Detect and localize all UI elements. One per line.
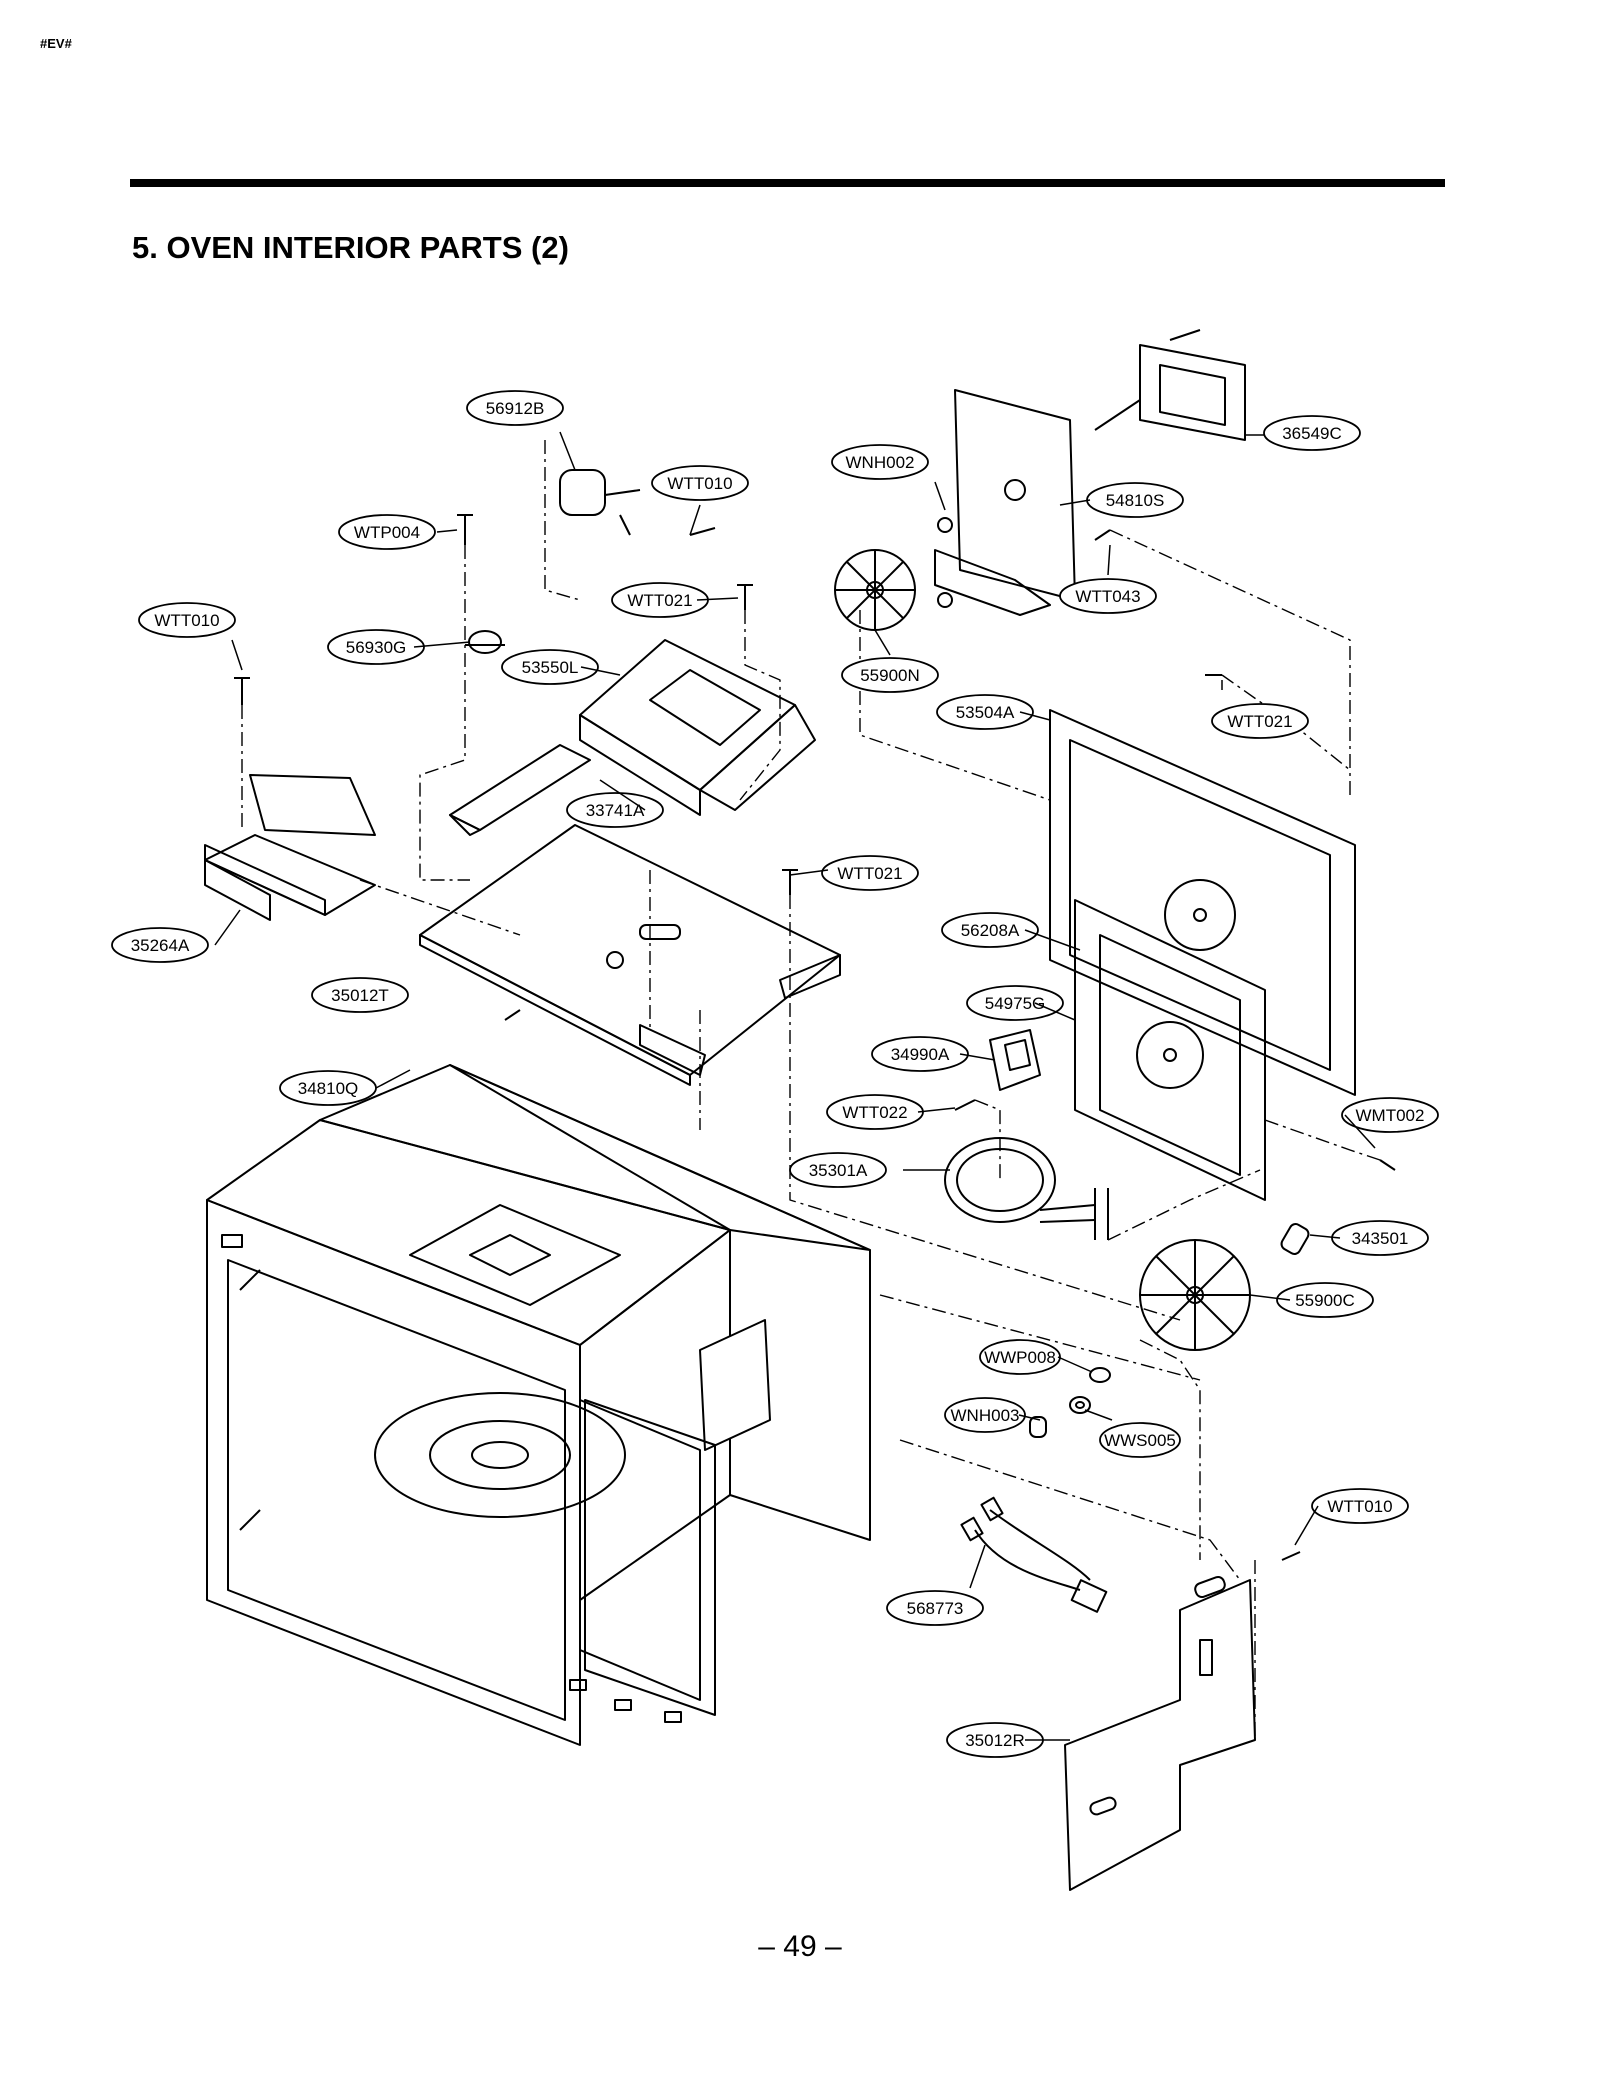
- part-label-53504a: 53504A: [936, 694, 1034, 730]
- part-label-54810s: 54810S: [1086, 482, 1184, 518]
- part-label-text: 36549C: [1282, 424, 1342, 443]
- page-title: 5. OVEN INTERIOR PARTS (2): [132, 230, 569, 265]
- part-label-35301a: 35301A: [789, 1152, 887, 1188]
- part-label-wtt021: WTT021: [1211, 703, 1309, 739]
- left-cover: [204, 774, 376, 921]
- part-label-text: 55900C: [1295, 1291, 1355, 1310]
- assembly-lines: [241, 440, 1381, 1740]
- part-label-text: 56912B: [486, 399, 545, 418]
- part-label-wtt043: WTT043: [1059, 578, 1157, 614]
- part-label-text: 35012R: [965, 1731, 1025, 1750]
- part-label-text: WTT010: [1327, 1497, 1392, 1516]
- leader-lines: [214, 431, 1376, 1741]
- part-label-34810q: 34810Q: [279, 1070, 377, 1106]
- screws: [234, 514, 1396, 1561]
- part-label-35012t: 35012T: [311, 977, 409, 1013]
- mounting-frame: [1074, 899, 1266, 1201]
- part-label-text: WTT010: [154, 611, 219, 630]
- back-plate: [1064, 1575, 1256, 1891]
- cover-53550L: [579, 639, 816, 816]
- part-label-text: 343501: [1352, 1229, 1409, 1248]
- part-label-33741a: 33741A: [566, 792, 664, 828]
- page-number: – 49 –: [758, 1930, 842, 1963]
- bracket-33741A: [449, 744, 591, 836]
- header-rule: [130, 179, 1445, 187]
- part-label-text: WTT021: [837, 864, 902, 883]
- part-label-text: 35301A: [809, 1161, 868, 1180]
- part-label-wws005: WWS005: [1099, 1422, 1181, 1458]
- part-label-text: 568773: [907, 1599, 964, 1618]
- part-label-text: 53504A: [956, 703, 1015, 722]
- part-label-text: WTT021: [1227, 712, 1292, 731]
- part-label-343501: 343501: [1331, 1220, 1429, 1256]
- part-label-text: WNH003: [951, 1406, 1020, 1425]
- part-label-text: 34990A: [891, 1045, 950, 1064]
- part-label-56208a: 56208A: [941, 912, 1039, 948]
- part-label-wtp004: WTP004: [338, 514, 436, 550]
- part-label-wnh003: WNH003: [944, 1397, 1026, 1433]
- part-label-56930g: 56930G: [327, 629, 425, 665]
- part-label-text: 34810Q: [298, 1079, 359, 1098]
- part-label-text: WWS005: [1104, 1431, 1176, 1450]
- part-label-53550l: 53550L: [501, 649, 599, 685]
- wire-harness: [960, 1496, 1108, 1613]
- part-label-text: WTT022: [842, 1103, 907, 1122]
- part-label-55900n: 55900N: [841, 657, 939, 693]
- top-plate: [419, 824, 841, 1086]
- part-label-wnh002: WNH002: [831, 444, 929, 480]
- part-label-36549c: 36549C: [1263, 415, 1361, 451]
- part-label-35012r: 35012R: [946, 1722, 1044, 1758]
- lamp-socket: [559, 469, 641, 536]
- part-label-55900c: 55900C: [1276, 1282, 1374, 1318]
- part-label-text: WMT002: [1356, 1106, 1425, 1125]
- terminal-block: [989, 1029, 1041, 1091]
- part-label-text: 54975G: [985, 994, 1046, 1013]
- part-label-text: WTT043: [1075, 587, 1140, 606]
- part-label-text: 33741A: [586, 801, 645, 820]
- motor-bracket: [934, 389, 1076, 616]
- part-label-35264a: 35264A: [111, 927, 209, 963]
- oven-cavity: [206, 1064, 871, 1746]
- spacer: [1280, 1223, 1310, 1255]
- part-label-wtt010: WTT010: [138, 602, 236, 638]
- part-label-text: 35012T: [331, 986, 389, 1005]
- fan-55900C: [1139, 1239, 1251, 1351]
- part-label-text: WTT021: [627, 591, 692, 610]
- part-labels: 56912BWTT010WTP004WTT01056930GWTT0215355…: [111, 390, 1439, 1758]
- part-label-text: WNH002: [846, 453, 915, 472]
- part-label-54975g: 54975G: [966, 985, 1064, 1021]
- part-label-wtt010: WTT010: [1311, 1488, 1409, 1524]
- thermostat: [465, 630, 505, 654]
- part-label-text: 53550L: [522, 658, 579, 677]
- part-label-text: WWP008: [984, 1348, 1056, 1367]
- part-label-56912b: 56912B: [466, 390, 564, 426]
- part-label-wwp008: WWP008: [979, 1339, 1061, 1375]
- part-label-34990a: 34990A: [871, 1036, 969, 1072]
- part-label-wtt010: WTT010: [651, 465, 749, 501]
- part-label-text: 54810S: [1106, 491, 1165, 510]
- part-label-wtt021: WTT021: [821, 855, 919, 891]
- part-label-wmt002: WMT002: [1341, 1097, 1439, 1133]
- part-label-text: WTP004: [354, 523, 420, 542]
- part-label-text: 56930G: [346, 638, 407, 657]
- part-label-text: 35264A: [131, 936, 190, 955]
- part-label-text: 55900N: [860, 666, 920, 685]
- corner-mark: #EV#: [40, 36, 72, 51]
- fan-55900N: [834, 549, 916, 631]
- fan-motor: [1094, 329, 1246, 441]
- heater-element: [944, 1137, 1109, 1240]
- part-label-wtt021: WTT021: [611, 582, 709, 618]
- part-label-text: 56208A: [961, 921, 1020, 940]
- part-label-text: WTT010: [667, 474, 732, 493]
- fasteners: [1029, 1367, 1111, 1438]
- part-label-568773: 568773: [886, 1590, 984, 1626]
- back-panel: [1049, 709, 1356, 1096]
- part-label-wtt022: WTT022: [826, 1094, 924, 1130]
